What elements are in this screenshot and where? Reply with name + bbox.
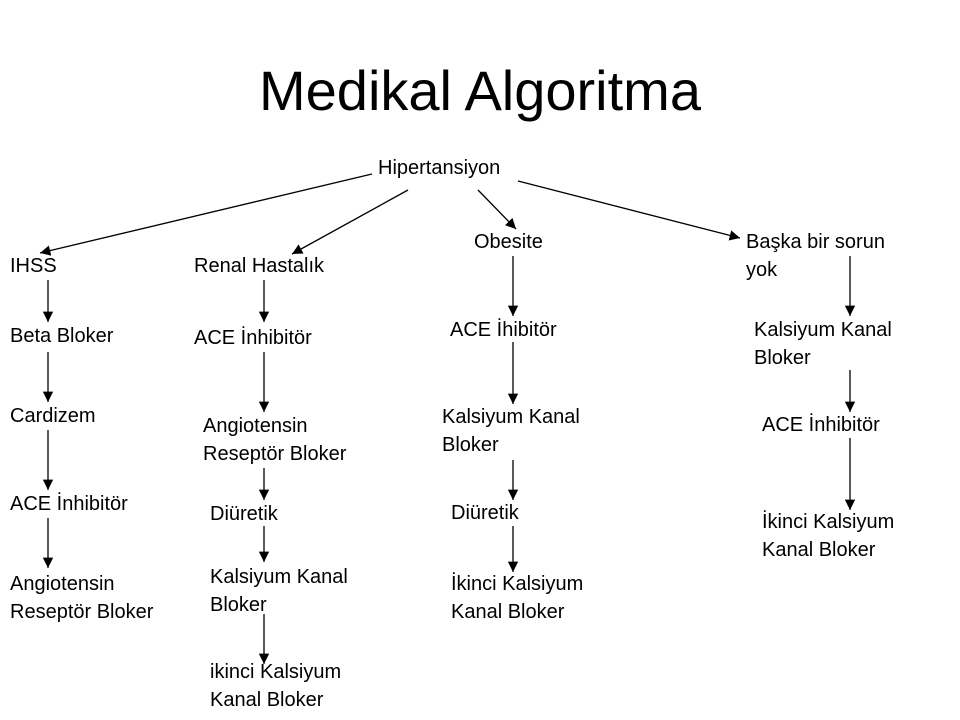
ihss-step-cardizem: Cardizem	[10, 405, 96, 427]
line-2: yok	[746, 259, 778, 281]
branch-obesite-label: Obesite	[474, 231, 543, 253]
line-1: Angiotensin	[10, 573, 115, 595]
obesite-step-ace-ihibitor: ACE İhibitör	[450, 319, 557, 341]
baska-step-ace-inhibitor: ACE İnhibitör	[762, 414, 880, 436]
ihss-step-angiotensin-reseptor-bloker: Angiotensin Reseptör Bloker	[10, 570, 153, 626]
renal-step-ace-inhibitor: ACE İnhibitör	[194, 327, 312, 349]
line-1: İkinci Kalsiyum	[762, 511, 895, 533]
line-2: Bloker	[442, 434, 499, 456]
baska-step-kalsiyum-kanal-bloker: Kalsiyum Kanal Bloker	[754, 316, 892, 372]
line-1: Kalsiyum Kanal	[210, 566, 348, 588]
line-2: Kanal Bloker	[451, 601, 565, 623]
root-node: Hipertansiyon	[378, 157, 501, 179]
renal-step-ikinci-kalsiyum-kanal-bloker: ikinci Kalsiyum Kanal Bloker	[210, 658, 341, 714]
branch-ihss-label: IHSS	[10, 255, 57, 277]
page-title: Medikal Algoritma	[259, 59, 701, 122]
line-1: Kalsiyum Kanal	[754, 319, 892, 341]
line-1: Kalsiyum Kanal	[442, 406, 580, 428]
obesite-step-ikinci-kalsiyum-kanal-bloker: İkinci Kalsiyum Kanal Bloker	[451, 570, 583, 626]
line-1: Angiotensin	[203, 415, 308, 437]
line-2: Kanal Bloker	[210, 689, 324, 711]
renal-step-kalsiyum-kanal-bloker: Kalsiyum Kanal Bloker	[210, 563, 348, 619]
line-2: Bloker	[210, 594, 267, 616]
edge-root-renal	[291, 189, 409, 255]
branch-renal-label: Renal Hastalık	[194, 255, 325, 277]
ihss-step-ace-inhibitor: ACE İnhibitör	[10, 493, 128, 515]
obesite-step-kalsiyum-kanal-bloker: Kalsiyum Kanal Bloker	[442, 403, 580, 459]
edge-root-baska	[517, 180, 741, 241]
edge-root-ihss	[39, 173, 373, 256]
line-1: Başka bir sorun	[746, 231, 885, 253]
line-2: Reseptör Bloker	[203, 443, 347, 465]
baska-step-ikinci-kalsiyum-kanal-bloker: İkinci Kalsiyum Kanal Bloker	[762, 508, 894, 564]
line-2: Reseptör Bloker	[10, 601, 154, 623]
line-2: Kanal Bloker	[762, 539, 876, 561]
line-2: Bloker	[754, 347, 811, 369]
line-1: İkinci Kalsiyum	[451, 573, 584, 595]
renal-step-angiotensin-reseptor-bloker: Angiotensin Reseptör Bloker	[203, 412, 346, 468]
renal-step-diuretik: Diüretik	[210, 503, 278, 525]
line-1: ikinci Kalsiyum	[210, 661, 342, 683]
ihss-step-beta-bloker: Beta Bloker	[10, 325, 114, 347]
branch-baska-label: Başka bir sorun yok	[746, 228, 885, 284]
edge-root-obesite	[477, 189, 517, 230]
obesite-step-diuretik: Diüretik	[451, 502, 519, 524]
